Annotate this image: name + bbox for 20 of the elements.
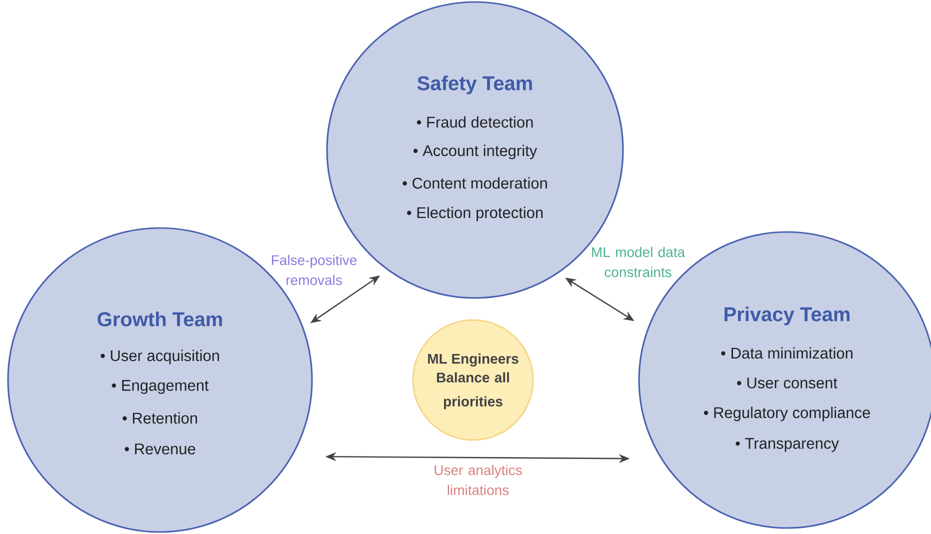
bullet-item: • Content moderation	[402, 177, 547, 189]
edge-label: User analytics limitations	[434, 464, 522, 496]
heading: ML Engineers	[428, 353, 518, 367]
heading: Privacy Team	[724, 306, 850, 326]
heading: Safety Team	[417, 76, 532, 94]
bullet-item: • Fraud detection	[416, 116, 533, 128]
text: Balance all priorities	[436, 372, 509, 410]
bullet-item: • Regulatory compliance	[704, 406, 870, 422]
bullet-item: • User consent	[737, 378, 838, 388]
bullet-item: • Transparency	[736, 438, 839, 452]
edge-label: ML model data constraints	[592, 246, 686, 278]
bullet-item: • Account integrity	[413, 144, 538, 160]
bullet-item: • User acquisition	[100, 350, 219, 364]
heading: Growth Team	[98, 312, 222, 326]
bullet-item: • Revenue	[124, 444, 196, 454]
edge-label: False-positive removals	[272, 254, 357, 286]
bullet-item: • Retention	[122, 412, 198, 424]
bullet-item: • Engagement	[112, 380, 209, 394]
bullet-item: • Data minimization	[721, 347, 852, 359]
bullet-item: • Election protection	[407, 206, 543, 222]
